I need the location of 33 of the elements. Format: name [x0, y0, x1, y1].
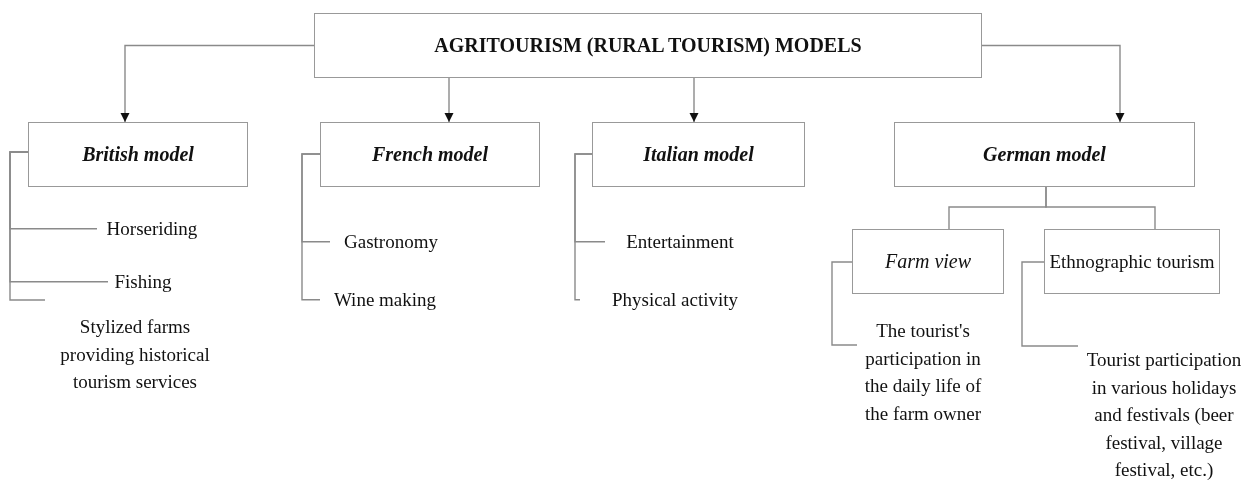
- connector-line: [1021, 261, 1079, 347]
- connector-line: [831, 261, 858, 346]
- item-text: Stylized farms providing historical tourism services: [45, 313, 225, 396]
- item-text: Horseriding: [97, 215, 207, 243]
- category-box: [1044, 229, 1220, 294]
- box-label: British model: [82, 142, 194, 167]
- connector-line: [1045, 186, 1156, 230]
- category-box: [852, 229, 1004, 294]
- box-label: German model: [983, 142, 1106, 167]
- model-box: [320, 122, 540, 187]
- box-label: French model: [371, 142, 489, 167]
- connector-line: [9, 151, 46, 301]
- arrow: [981, 44, 1125, 123]
- model-box: [894, 122, 1195, 187]
- arrow: [120, 44, 315, 123]
- item-text: Gastronomy: [330, 228, 452, 256]
- arrow: [689, 77, 699, 123]
- box-label: Italian model: [643, 142, 754, 167]
- item-text: Wine making: [320, 286, 450, 314]
- arrow: [444, 77, 454, 123]
- connector-line: [574, 153, 593, 301]
- connector-line: [301, 153, 321, 301]
- item-text: Fishing: [108, 268, 178, 296]
- item-text: The tourist's participation in the daily life of the farm owner: [857, 317, 989, 428]
- item-text: Physical activity: [580, 286, 770, 314]
- box-label: Ethnographic tourism: [1049, 249, 1215, 274]
- title-box: [314, 13, 982, 78]
- item-text: Tourist participation in various holidays and festivals (beer festival, village festival, etc.): [1078, 346, 1244, 484]
- box-label: Farm view: [884, 249, 972, 274]
- model-box: [28, 122, 248, 187]
- item-text: Entertainment: [605, 228, 755, 256]
- box-label: AGRITOURISM (RURAL TOURISM) MODELS: [434, 33, 862, 59]
- model-box: [592, 122, 805, 187]
